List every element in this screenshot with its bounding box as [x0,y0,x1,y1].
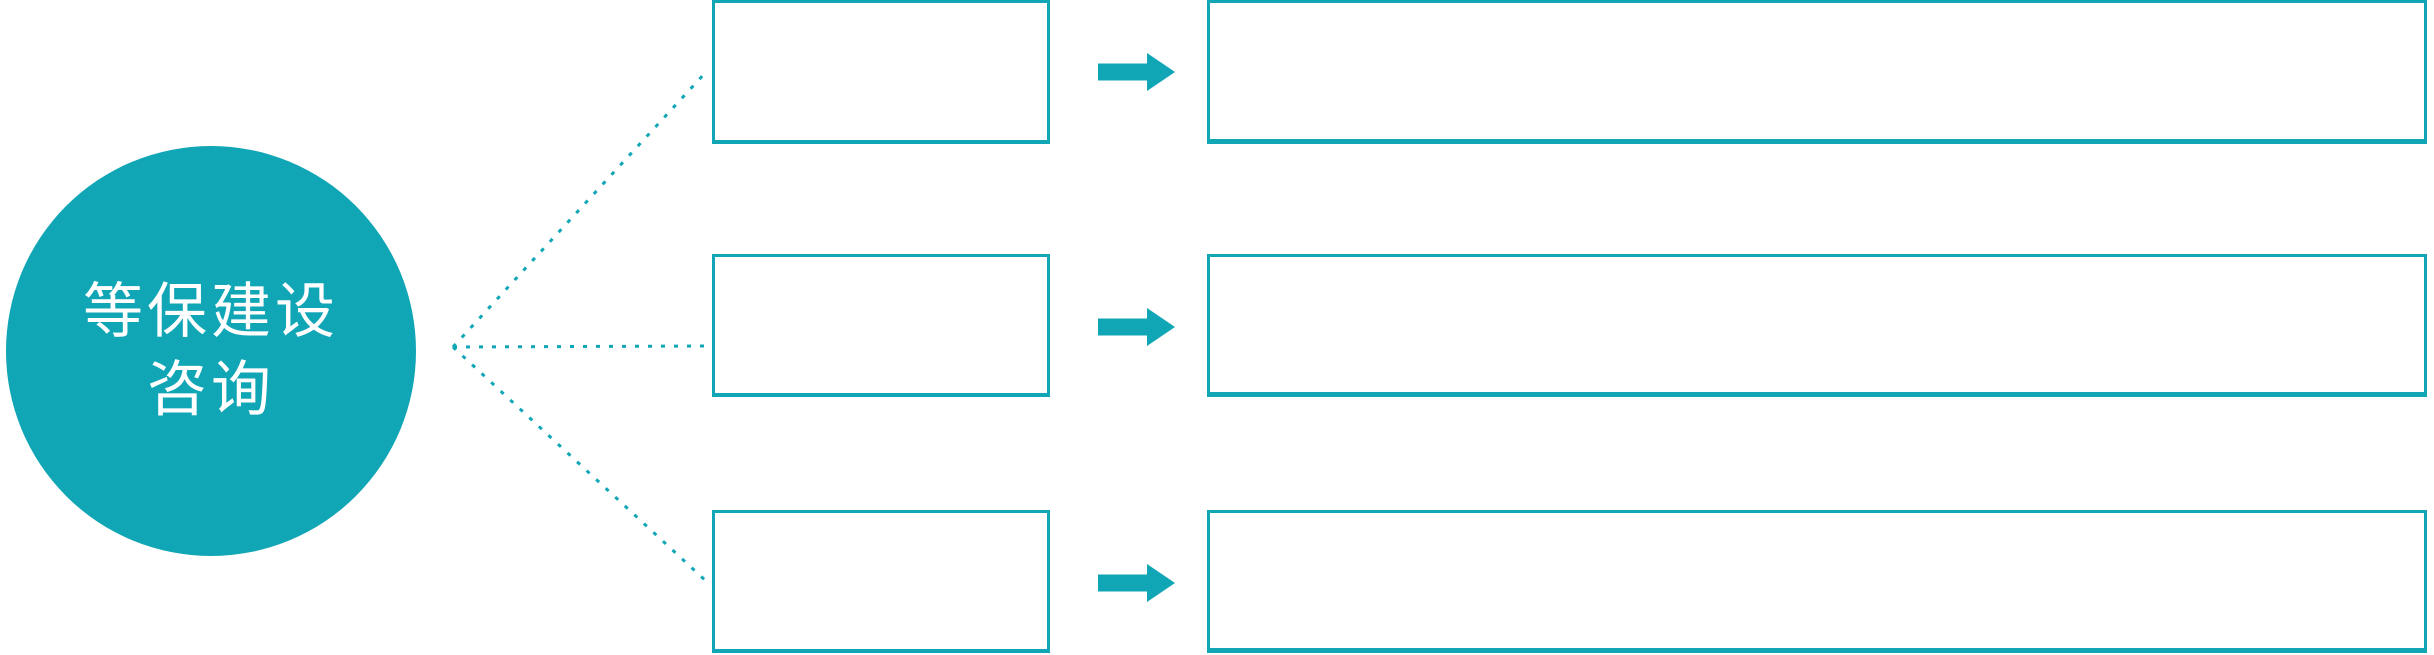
detail-box-3 [1207,510,2427,653]
category-box-1 [712,0,1050,144]
detail-box-1 [1207,0,2427,144]
arrow-right-icon [1098,308,1175,346]
topic-label-line2: 咨询 [147,356,275,423]
topic-circle: 等保建设 咨询 [6,146,416,556]
arrow-right-icon [1098,53,1175,91]
topic-label-line1: 等保建设 [83,278,339,345]
category-box-2 [712,254,1050,397]
arrow-right-icon [1098,564,1175,602]
detail-box-2 [1207,254,2427,397]
category-box-3 [712,510,1050,653]
